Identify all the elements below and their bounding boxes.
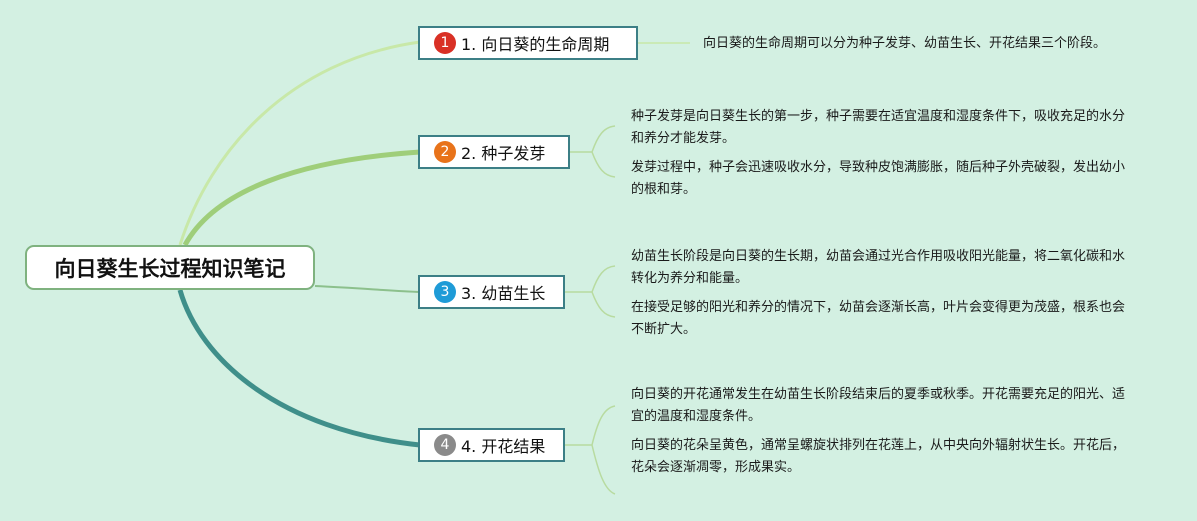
number-badge-4: 4 (434, 434, 456, 456)
note-3-1: 幼苗生长阶段是向日葵的生长期，幼苗会通过光合作用吸收阳光能量，将二氧化碳和水转化… (631, 249, 1126, 286)
branch-title-1: 1. 向日葵的生命周期 (461, 35, 610, 54)
number-badge-3: 3 (434, 281, 456, 303)
note-1-1: 向日葵的生命周期可以分为种子发芽、幼苗生长、开花结果三个阶段。 (703, 36, 1107, 51)
connector-branch-4-fork (565, 405, 616, 495)
branch-title-3: 3. 幼苗生长 (461, 284, 546, 303)
branch-node-3[interactable]: 3 3. 幼苗生长 (418, 275, 565, 309)
branch-node-1[interactable]: 1 1. 向日葵的生命周期 (418, 26, 638, 60)
number-badge-2: 2 (434, 141, 456, 163)
branch-node-4[interactable]: 4 4. 开花结果 (418, 428, 565, 462)
connector-branch-2-fork (570, 125, 616, 178)
connector-branch-3-fork (565, 265, 616, 318)
note-2-1: 种子发芽是向日葵生长的第一步，种子需要在适宜温度和湿度条件下，吸收充足的水分和养… (631, 109, 1126, 146)
branch-title-2: 2. 种子发芽 (461, 144, 546, 163)
note-3-2: 在接受足够的阳光和养分的情况下，幼苗会逐渐长高，叶片会变得更为茂盛，根系也会不断… (631, 300, 1126, 337)
connector-root-branch-4 (177, 289, 421, 448)
note-4-1: 向日葵的开花通常发生在幼苗生长阶段结束后的夏季或秋季。开花需要充足的阳光、适宜的… (631, 387, 1126, 424)
note-2-2: 发芽过程中，种子会迅速吸收水分，导致种皮饱满膨胀，随后种子外壳破裂，发出幼小的根… (631, 160, 1126, 197)
note-4-2: 向日葵的花朵呈黄色，通常呈螺旋状排列在花莲上，从中央向外辐射状生长。开花后，花朵… (631, 438, 1126, 475)
number-badge-1: 1 (434, 32, 456, 54)
connector-root-branch-3 (314, 285, 421, 293)
branch-title-4: 4. 开花结果 (461, 437, 546, 456)
connector-root-branch-2 (182, 149, 421, 247)
root-title: 向日葵生长过程知识笔记 (54, 256, 286, 281)
branch-node-2[interactable]: 2 2. 种子发芽 (418, 135, 570, 169)
connector-root-branch-1 (178, 40, 421, 246)
root-node[interactable]: 向日葵生长过程知识笔记 (25, 245, 315, 290)
